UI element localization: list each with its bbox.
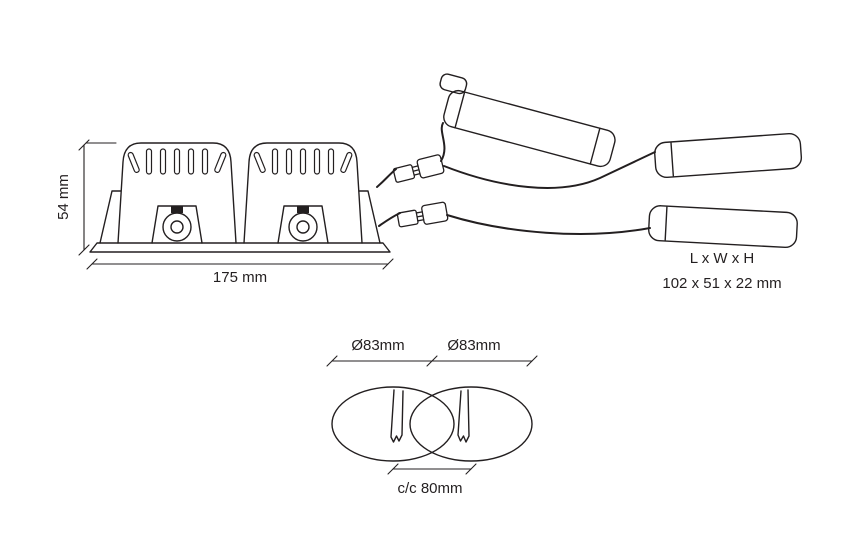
driver-clip <box>439 73 468 95</box>
left-cutout-hole <box>331 386 455 462</box>
driver-right-top <box>654 132 803 179</box>
right-spring-tab <box>457 389 470 443</box>
cutout-dimensions <box>326 355 538 475</box>
fixture-height-label: 54 mm <box>55 174 72 220</box>
driver-size-value: 102 x 51 x 22 mm <box>662 275 781 292</box>
fixture-width-label: 175 mm <box>213 269 267 286</box>
driver-right-bottom <box>648 205 798 249</box>
recess-right-edge <box>358 190 381 244</box>
driver-cables <box>376 122 656 235</box>
cutout-template-view <box>331 386 533 462</box>
fixture-dimensions <box>78 139 394 270</box>
left-hole-diameter-label: Ø83mm <box>351 337 404 354</box>
driver-top-tilted <box>439 73 616 168</box>
driver-size-title: L x W x H <box>690 250 754 267</box>
left-spring-tab <box>390 389 404 443</box>
right-cutout-hole <box>409 386 533 462</box>
right-hole-diameter-label: Ø83mm <box>447 337 500 354</box>
center-distance-label: c/c 80mm <box>397 480 462 497</box>
recess-left-edge <box>99 190 122 244</box>
right-can-body <box>243 142 363 244</box>
right-lamp-aperture <box>277 205 329 244</box>
left-can-vent-slots <box>127 148 227 175</box>
left-lamp-aperture <box>151 205 203 244</box>
fixture-front-view <box>89 142 391 253</box>
right-can-vent-slots <box>253 148 353 175</box>
connector-plug-1 <box>392 154 445 183</box>
trim-flange <box>89 242 391 253</box>
left-can-body <box>117 142 237 244</box>
driver-assembly <box>376 73 803 249</box>
connector-plug-2 <box>396 201 449 228</box>
